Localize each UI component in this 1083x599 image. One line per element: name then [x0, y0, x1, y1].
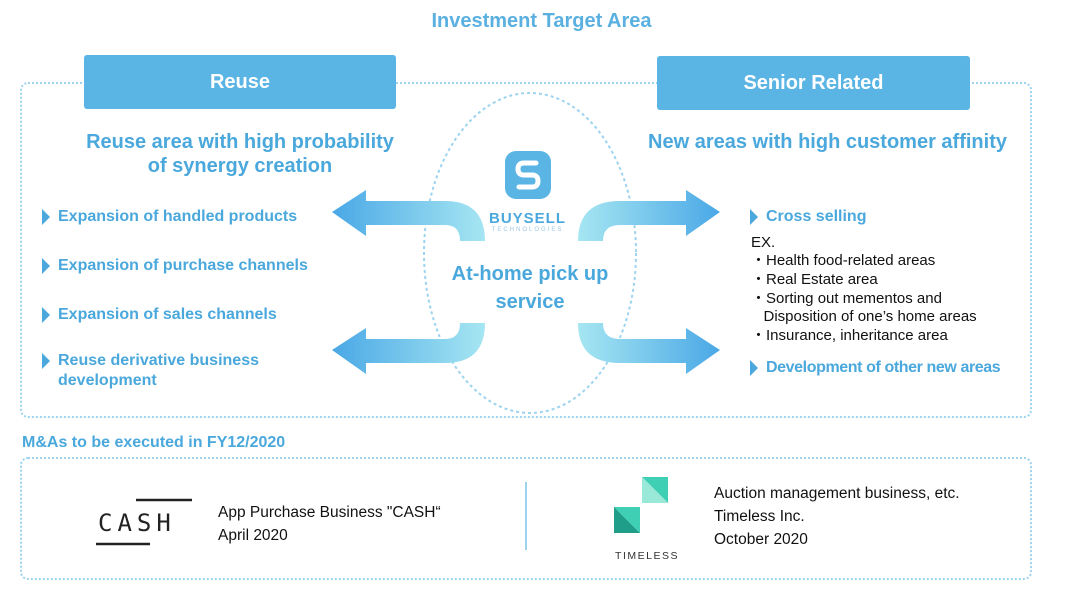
ex-label: EX.	[751, 234, 776, 251]
senior-subhead: New areas with high customer affinity	[648, 131, 1007, 153]
left-bullet: Reuse derivative business development	[42, 351, 342, 393]
cash-line2: April 2020	[218, 527, 288, 544]
reuse-header-label: Reuse	[209, 70, 271, 93]
reuse-subhead: Reuse area with high probability of syne…	[40, 130, 440, 178]
ex-item: ・Health food-related areas	[751, 252, 936, 269]
bullet-text: Expansion of sales channels	[58, 306, 277, 323]
reuse-subhead-line2: of synergy creation	[147, 155, 333, 177]
left-bullet: Expansion of handled products	[42, 207, 342, 229]
bullet-text: Reuse derivative business	[58, 352, 259, 369]
ex-item: Disposition of one’s home areas	[751, 308, 977, 325]
page-title: Investment Target Area	[431, 10, 652, 32]
timeless-logo-text: TIMELESS	[615, 550, 679, 562]
ex-item: ・Insurance, inheritance area	[751, 327, 948, 344]
reuse-subhead-line1: Reuse area with high probability	[86, 131, 394, 153]
timeless-logo-icon	[614, 477, 668, 533]
cash-line1: App Purchase Business "CASH“	[218, 504, 441, 521]
investment-area-container	[20, 82, 1032, 418]
senior-header-label: Senior Related	[743, 71, 884, 94]
senior-related-header: Senior Related	[657, 56, 970, 110]
right-top-arrow	[578, 190, 720, 241]
buysell-sub: TECHNOLOGIES	[491, 227, 564, 233]
ma-divider	[525, 482, 527, 550]
cash-description: App Purchase Business "CASH“ April 2020	[218, 501, 441, 547]
right-bottom-arrow	[578, 323, 720, 374]
center-ellipse	[423, 92, 637, 414]
timeless-line3: October 2020	[714, 531, 808, 548]
ma-container	[20, 457, 1032, 580]
right-bullet: Cross selling	[750, 207, 1030, 229]
bullet-text-continued: development	[58, 372, 157, 389]
timeless-line2: Timeless Inc.	[714, 508, 805, 525]
service-label: At-home pick up service	[430, 260, 630, 316]
buysell-brand: BUYSELL	[488, 210, 566, 227]
service-line1: At-home pick up	[451, 263, 609, 285]
service-line2: service	[495, 291, 565, 313]
timeless-line1: Auction management business, etc.	[714, 485, 960, 502]
bullet-text: Expansion of purchase channels	[58, 257, 308, 274]
left-top-arrow	[332, 190, 485, 241]
cash-logo-icon: CASH	[96, 498, 192, 546]
ex-item: ・Real Estate area	[751, 271, 878, 288]
bullet-text: Expansion of handled products	[58, 208, 298, 225]
ex-item: ・Sorting out mementos and	[751, 290, 942, 307]
left-bullet: Expansion of sales channels	[42, 305, 342, 327]
left-bottom-arrow	[332, 323, 485, 374]
triangle-bullet-icon	[42, 258, 50, 274]
ma-section-label: M&As to be executed in FY12/2020	[22, 434, 286, 451]
triangle-bullet-icon	[750, 209, 758, 225]
bullet-text: Development of other new areas	[766, 359, 1001, 376]
triangle-bullet-icon	[42, 209, 50, 225]
triangle-bullet-icon	[42, 353, 50, 369]
cash-logo-text: CASH	[98, 509, 176, 537]
triangle-bullet-icon	[750, 360, 758, 376]
left-bullet: Expansion of purchase channels	[42, 256, 342, 278]
right-bullet: Development of other new areas	[750, 358, 1030, 380]
bullet-text: Cross selling	[766, 208, 867, 225]
triangle-bullet-icon	[42, 307, 50, 323]
buysell-logo-icon	[505, 151, 551, 199]
reuse-header: Reuse	[84, 55, 396, 109]
timeless-description: Auction management business, etc. Timele…	[714, 482, 960, 551]
